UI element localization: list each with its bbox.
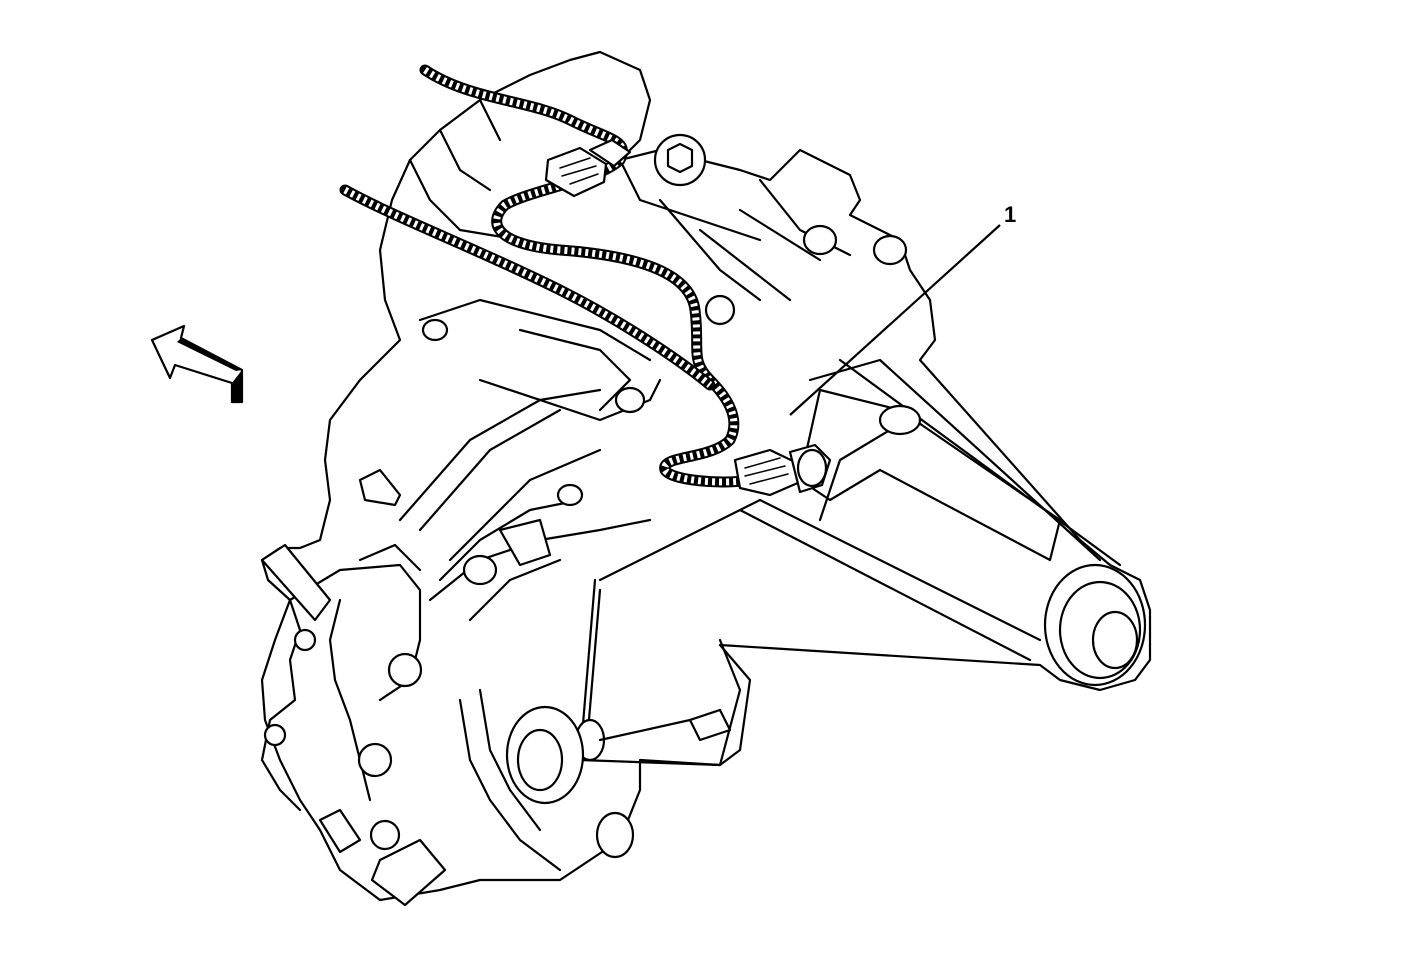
- upper-harness-connector: [544, 138, 632, 198]
- callout-1-label: 1: [1004, 202, 1016, 227]
- wiring-harness: [339, 64, 756, 488]
- front-direction-arrow-icon: [150, 324, 244, 404]
- speed-sensor-connector: [733, 443, 832, 497]
- callout-1-leader: [789, 224, 1001, 416]
